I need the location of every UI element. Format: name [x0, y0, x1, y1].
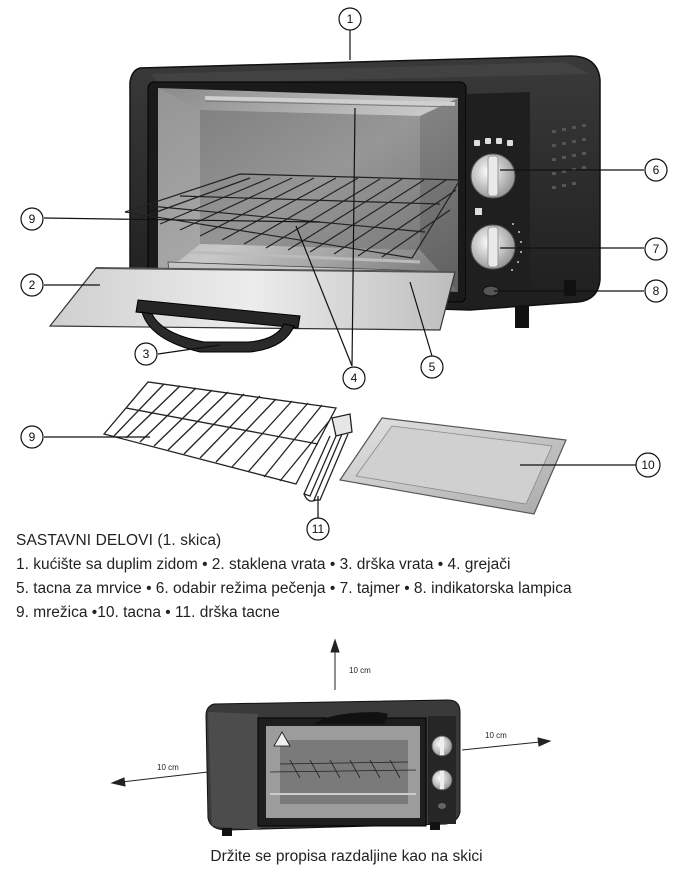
- callout-7: [644, 237, 668, 261]
- callout-5-label: 5: [429, 360, 436, 374]
- callout-6: [644, 158, 668, 182]
- callout-1-label: 1: [347, 12, 354, 26]
- callout-1: [338, 7, 362, 31]
- callout-4: [342, 366, 366, 390]
- callout-9b: [20, 425, 44, 449]
- clearance-caption: Držite se propisa razdaljine kao na skic…: [210, 848, 483, 865]
- oven-main: [48, 55, 601, 353]
- callout-9a-label: 9: [29, 212, 36, 226]
- door-handle: [135, 299, 301, 353]
- top-heating-element: [204, 96, 456, 106]
- callout-labels: 1 9 2 3 4 5 6 7 8 9 10 11: [29, 12, 660, 536]
- foot: [564, 280, 576, 296]
- callout-3: [134, 342, 158, 366]
- callout-8-label: 8: [653, 284, 660, 298]
- callouts: [43, 30, 644, 518]
- timer-knob: [470, 208, 522, 271]
- callout-9b-label: 9: [29, 430, 36, 444]
- callout-11: [306, 517, 330, 541]
- clearance-left-label: 10 cm: [157, 763, 179, 772]
- callout-4-label: 4: [351, 371, 358, 385]
- callout-10-label: 10: [641, 458, 655, 472]
- callout-2: [20, 273, 44, 297]
- callout-2-label: 2: [29, 278, 36, 292]
- clearance-sketch: 10 cm 10 cm 10 cm: [110, 638, 552, 836]
- baking-tray: [338, 417, 567, 515]
- callout-5: [420, 355, 444, 379]
- wire-rack: [102, 381, 338, 485]
- callout-9a: [20, 207, 44, 231]
- parts-title: SASTAVNI DELOVI (1. skica): [16, 532, 222, 549]
- tray-handle: [303, 413, 353, 502]
- callout-8: [644, 279, 668, 303]
- clearance-arrows: [110, 638, 552, 787]
- callout-circles: [20, 7, 668, 541]
- mode-selector-knob: [470, 153, 516, 199]
- parts-line-2: 5. tacna za mrvice • 6. odabir režima pe…: [16, 580, 572, 597]
- warning-icon: [273, 731, 291, 747]
- callout-11-label: 11: [312, 522, 325, 536]
- parts-line-1: 1. kućište sa duplim zidom • 2. staklena…: [16, 556, 511, 573]
- foot: [515, 306, 529, 328]
- bottom-heating-element: [189, 250, 421, 264]
- control-panel: [466, 92, 530, 304]
- callout-3-label: 3: [143, 347, 150, 361]
- clearance-top-label: 10 cm: [349, 666, 371, 675]
- small-door-handle: [314, 712, 388, 724]
- side-vents: [552, 124, 586, 189]
- oven-rack: [124, 173, 462, 259]
- clearance-right-label: 10 cm: [485, 731, 507, 740]
- callout-10: [635, 452, 661, 478]
- callout-6-label: 6: [653, 163, 660, 177]
- callout-7-label: 7: [653, 242, 660, 256]
- parts-line-3: 9. mrežica •10. tacna • 11. drška tacne: [16, 604, 280, 621]
